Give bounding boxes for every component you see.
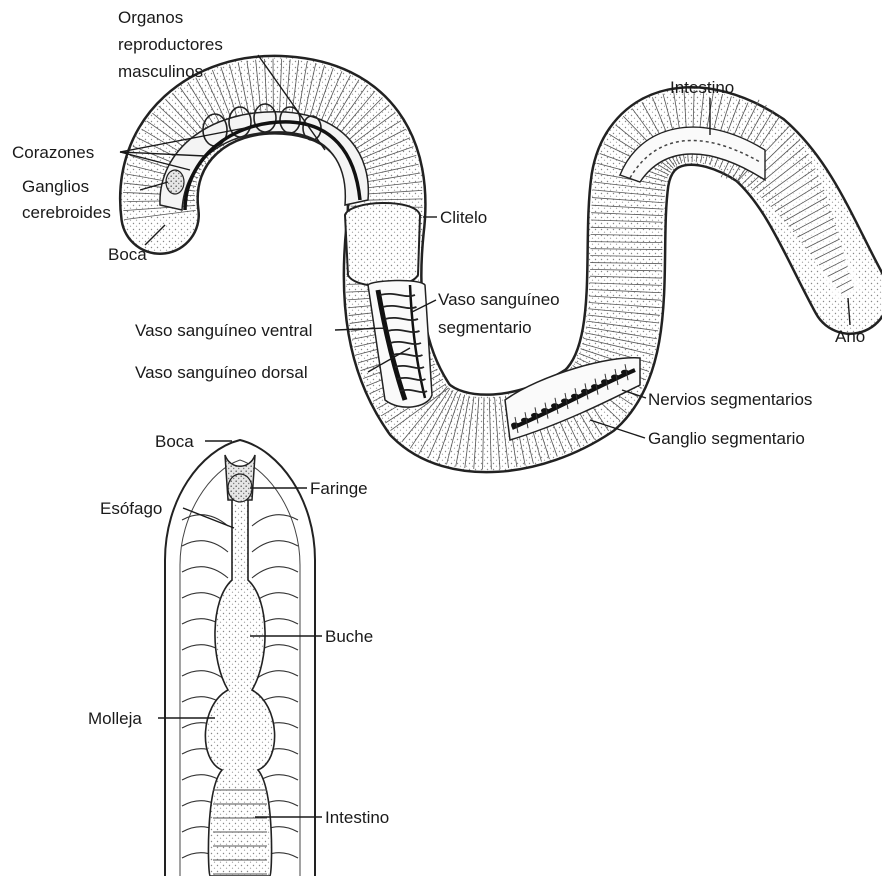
segmental-ganglion [541, 408, 549, 413]
label-faringe: Faringe [310, 479, 368, 498]
label-ganglio-segmentario: Ganglio segmentario [648, 429, 805, 448]
segmental-ganglion [531, 413, 539, 418]
digestive-tract-figure [165, 440, 315, 876]
label-vaso-segmentario-line2: segmentario [438, 318, 532, 337]
label-molleja: Molleja [88, 709, 142, 728]
label-boca-worm: Boca [108, 245, 147, 264]
label-intestino-dig: Intestino [325, 808, 389, 827]
segmental-ganglion [561, 399, 569, 404]
segmental-ganglion [571, 394, 579, 399]
label-ano: Ano [835, 327, 865, 346]
segmental-ganglion [621, 370, 629, 375]
clitellum [345, 203, 420, 286]
label-vaso-dorsal: Vaso sanguíneo dorsal [135, 363, 308, 382]
label-ganglios-line2: cerebroides [22, 203, 111, 222]
segmental-ganglion [511, 423, 519, 428]
label-organos-line2: reproductores [118, 35, 223, 54]
segmental-ganglion [551, 403, 559, 408]
label-nervios: Nervios segmentarios [648, 390, 812, 409]
segmental-ganglion [611, 375, 619, 380]
segmental-ganglion [601, 379, 609, 384]
cerebral-ganglia-icon [166, 170, 184, 194]
label-organos-line1: Organos [118, 8, 183, 27]
label-corazones: Corazones [12, 143, 94, 162]
label-ganglios-line1: Ganglios [22, 177, 89, 196]
label-organos-line3: masculinos [118, 62, 203, 81]
label-clitelo: Clitelo [440, 208, 487, 227]
label-vaso-ventral: Vaso sanguíneo ventral [135, 321, 312, 340]
segmental-ganglion [521, 418, 529, 423]
segmental-ganglion [591, 384, 599, 389]
segmental-ganglion [581, 389, 589, 394]
label-vaso-segmentario-line1: Vaso sanguíneo [438, 290, 560, 309]
label-intestino-worm: Intestino [670, 78, 734, 97]
label-boca-dig: Boca [155, 432, 194, 451]
label-esofago: Esófago [100, 499, 162, 518]
label-buche: Buche [325, 627, 373, 646]
